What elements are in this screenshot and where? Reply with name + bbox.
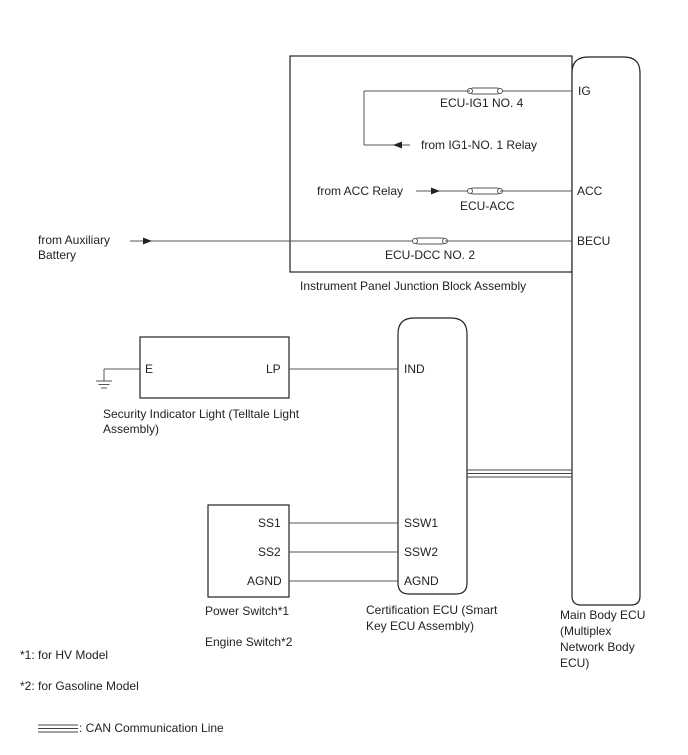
certification-ecu-pin-ssw1: SSW1 xyxy=(404,516,438,530)
main-body-ecu-pin-acc: ACC xyxy=(577,184,603,198)
main-body-ecu: IG ACC BECU Main Body ECU (Multiplex Net… xyxy=(560,56,645,670)
power-switch-label: Power Switch*1 xyxy=(205,604,289,618)
arrow-auxiliary-battery xyxy=(143,237,152,245)
fuse-ecu-acc xyxy=(469,187,501,195)
security-light-box xyxy=(139,336,290,399)
power-switch-pin-agnd: AGND xyxy=(247,574,282,588)
certification-ecu-pin-ind: IND xyxy=(404,362,425,376)
fuse-ecu-dcc-no2 xyxy=(414,237,446,245)
security-light-pin-e: E xyxy=(145,362,153,376)
power-switch-box xyxy=(207,504,290,598)
junction-block-label: Instrument Panel Junction Block Assembly xyxy=(300,279,526,293)
ig1-relay-label: from IG1-NO. 1 Relay xyxy=(421,138,537,152)
main-body-ecu-label-line3: Network Body xyxy=(560,640,635,654)
main-body-ecu-label-line1: Main Body ECU xyxy=(560,608,645,622)
main-body-ecu-label-line4: ECU) xyxy=(560,656,589,670)
acc-circuit: from ACC Relay ECU-ACC xyxy=(317,184,572,213)
certification-ecu-pin-ssw2: SSW2 xyxy=(404,545,438,559)
security-light-pin-lp: LP xyxy=(266,362,281,376)
legend-can-label: : CAN Communication Line xyxy=(79,721,224,735)
power-switch-pin-ss2: SS2 xyxy=(258,545,281,559)
security-indicator-light: E LP Security Indicator Light (Telltale … xyxy=(96,336,300,436)
power-switch: SS1 SS2 AGND Power Switch*1 Engine Switc… xyxy=(205,504,293,649)
fuse-ecu-ig1-label: ECU-IG1 NO. 4 xyxy=(440,96,524,110)
main-body-ecu-pin-ig: IG xyxy=(578,84,591,98)
engine-switch-label: Engine Switch*2 xyxy=(205,635,293,649)
junction-block: Instrument Panel Junction Block Assembly xyxy=(289,55,573,293)
security-light-label-line1: Security Indicator Light (Telltale Light xyxy=(103,407,300,421)
fuse-ecu-dcc-label: ECU-DCC NO. 2 xyxy=(385,248,475,262)
certification-ecu: IND SSW1 SSW2 AGND Certification ECU (Sm… xyxy=(366,317,498,633)
arrow-acc-relay xyxy=(431,187,440,195)
can-line xyxy=(467,469,572,478)
main-body-ecu-pin-becu: BECU xyxy=(577,234,610,248)
junction-block-box xyxy=(289,55,573,273)
main-body-ecu-label-line2: (Multiplex xyxy=(560,624,611,638)
power-switch-pin-ss1: SS1 xyxy=(258,516,281,530)
legend-can: : CAN Communication Line xyxy=(38,721,224,735)
arrow-ig1-relay xyxy=(393,141,402,149)
security-light-label-line2: Assembly) xyxy=(103,422,159,436)
ground-symbol xyxy=(96,380,112,389)
ig1-circuit: ECU-IG1 NO. 4 from IG1-NO. 1 Relay xyxy=(363,87,572,152)
acc-relay-label: from ACC Relay xyxy=(317,184,403,198)
certification-ecu-label-line1: Certification ECU (Smart xyxy=(366,603,498,617)
certification-ecu-pin-agnd: AGND xyxy=(404,574,439,588)
becu-circuit: from Auxiliary Battery ECU-DCC NO. 2 xyxy=(38,233,572,262)
fuse-ecu-acc-label: ECU-ACC xyxy=(460,199,515,213)
main-body-ecu-box xyxy=(571,56,641,606)
note-gasoline-model: *2: for Gasoline Model xyxy=(20,679,139,693)
auxiliary-battery-label-line2: Battery xyxy=(38,248,76,262)
fuse-ecu-ig1-no4 xyxy=(469,87,501,95)
certification-ecu-label-line2: Key ECU Assembly) xyxy=(366,619,474,633)
note-hv-model: *1: for HV Model xyxy=(20,648,108,662)
auxiliary-battery-label-line1: from Auxiliary xyxy=(38,233,110,247)
certification-ecu-box xyxy=(397,317,468,595)
